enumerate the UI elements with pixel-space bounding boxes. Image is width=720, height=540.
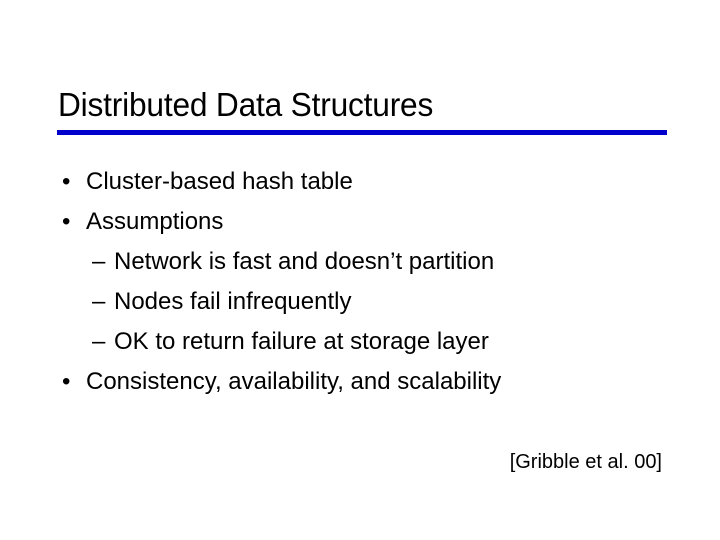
list-item: – Network is fast and doesn’t partition [58, 242, 688, 282]
list-item-label: Nodes fail infrequently [114, 288, 352, 315]
list-item-label: OK to return failure at storage layer [114, 328, 489, 355]
title-divider-rule [57, 130, 667, 135]
list-item: – OK to return failure at storage layer [58, 322, 688, 362]
list-item: – Nodes fail infrequently [58, 282, 688, 322]
bullet-dash-icon: – [92, 288, 106, 315]
list-item-label: Cluster-based hash table [86, 168, 353, 195]
list-item: • Cluster-based hash table [58, 162, 688, 202]
bullet-dash-icon: – [92, 328, 106, 355]
list-item: • Consistency, availability, and scalabi… [58, 362, 688, 402]
page-title: Distributed Data Structures [58, 86, 434, 123]
bullet-list: • Cluster-based hash table • Assumptions… [58, 162, 688, 402]
list-item: • Assumptions [58, 202, 688, 242]
bullet-dot-icon: • [62, 368, 71, 395]
list-item-label: Assumptions [86, 208, 224, 235]
bullet-dot-icon: • [62, 168, 71, 195]
list-item-label: Network is fast and doesn’t partition [114, 248, 495, 275]
list-item-label: Consistency, availability, and scalabili… [86, 368, 502, 395]
citation-reference: [Gribble et al. 00] [509, 451, 662, 473]
bullet-dash-icon: – [92, 248, 106, 275]
bullet-dot-icon: • [62, 208, 71, 235]
